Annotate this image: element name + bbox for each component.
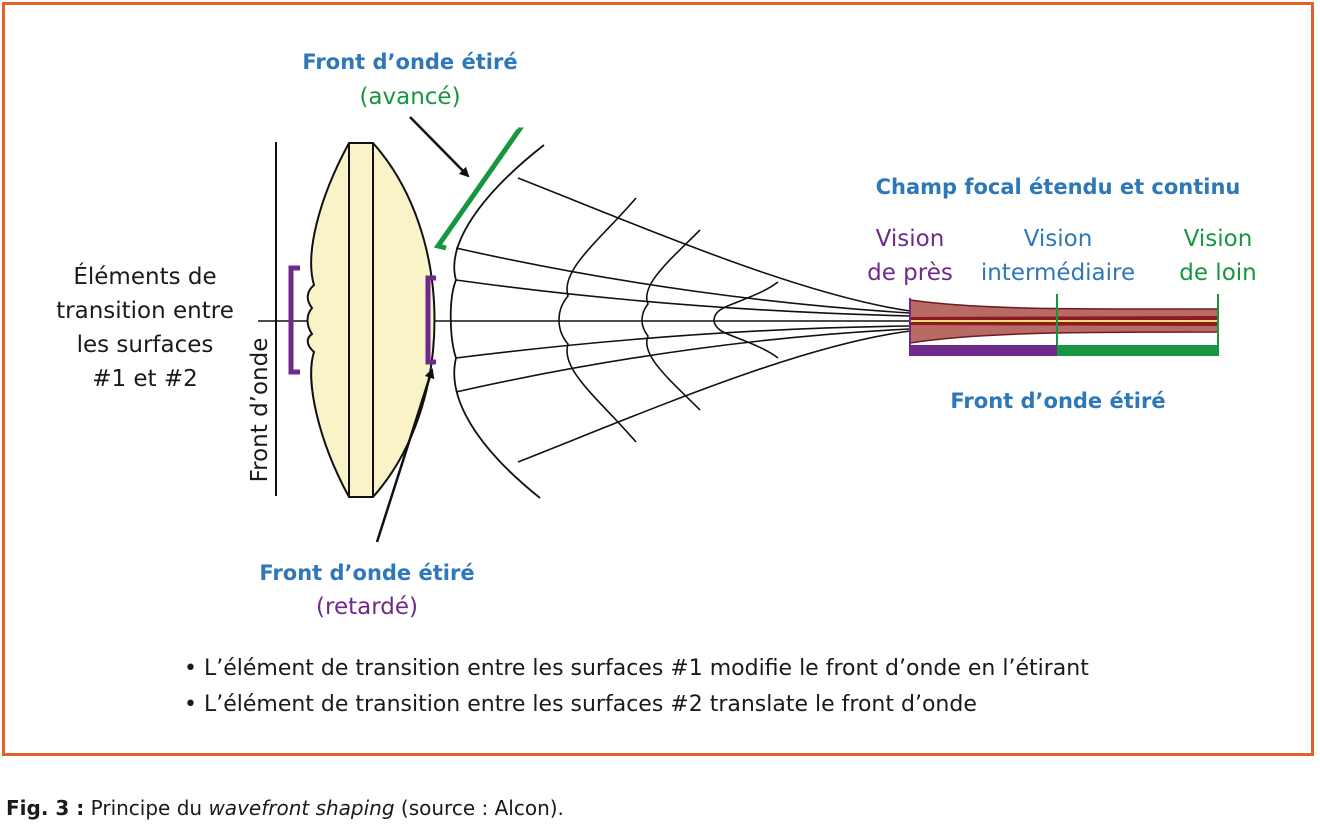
focal-field-title: Champ focal étendu et continu xyxy=(875,175,1241,199)
arrow-advanced xyxy=(409,116,470,178)
caption-italic: wavefront shaping xyxy=(208,796,395,820)
near-vision-line1: Vision xyxy=(875,226,945,252)
caption-text-before: Principe du xyxy=(84,796,209,820)
far-vision-bar xyxy=(1057,345,1218,356)
bullet-item-2: • L’élément de transition entre les surf… xyxy=(184,692,977,717)
intermediate-vision-line1: Vision xyxy=(1023,226,1093,252)
wavefront-retarded-title: Front d’onde étiré xyxy=(259,561,475,585)
arrow-retarded xyxy=(375,368,435,543)
wavefront-advanced-title: Front d’onde étiré xyxy=(302,50,518,74)
caption-fig-number: Fig. 3 : xyxy=(6,796,85,820)
intermediate-vision-line2: intermédiaire xyxy=(980,260,1136,286)
caption-text-after: (source : Alcon). xyxy=(394,796,564,820)
lens-body xyxy=(306,142,436,498)
wavefront-advanced-bracket xyxy=(433,127,524,251)
bullet-list: • L’élément de transition entre les surf… xyxy=(184,651,1089,723)
transition-label-line3: les surfaces xyxy=(76,332,214,358)
wavefront-curves xyxy=(558,197,779,443)
figure-frame xyxy=(2,2,1314,756)
figure-caption: Fig. 3 : Principe du wavefront shaping (… xyxy=(6,796,564,820)
stretched-wavefront-label: Front d’onde étiré xyxy=(950,389,1166,413)
transition-bracket-retarded xyxy=(425,275,436,365)
near-vision-bar xyxy=(910,345,1057,356)
transition-label-line4: #1 et #2 xyxy=(92,366,198,392)
far-vision-line2: de loin xyxy=(1179,260,1257,286)
wavefront-curve-1 xyxy=(449,144,545,499)
transition-bracket-lens xyxy=(288,265,300,375)
near-vision-line2: de près xyxy=(867,260,953,286)
far-vision-line1: Vision xyxy=(1183,226,1253,252)
transition-label-line1: Éléments de xyxy=(73,264,217,290)
transition-label-line2: transition entre xyxy=(56,298,234,324)
wavefront-retarded-sub: (retardé) xyxy=(316,594,418,620)
converging-rays xyxy=(455,177,911,463)
wavefront-advanced-sub: (avancé) xyxy=(359,84,461,110)
wavefront-vertical-label: Front d’onde xyxy=(247,337,273,483)
bullet-item-1: • L’élément de transition entre les surf… xyxy=(184,656,1089,681)
